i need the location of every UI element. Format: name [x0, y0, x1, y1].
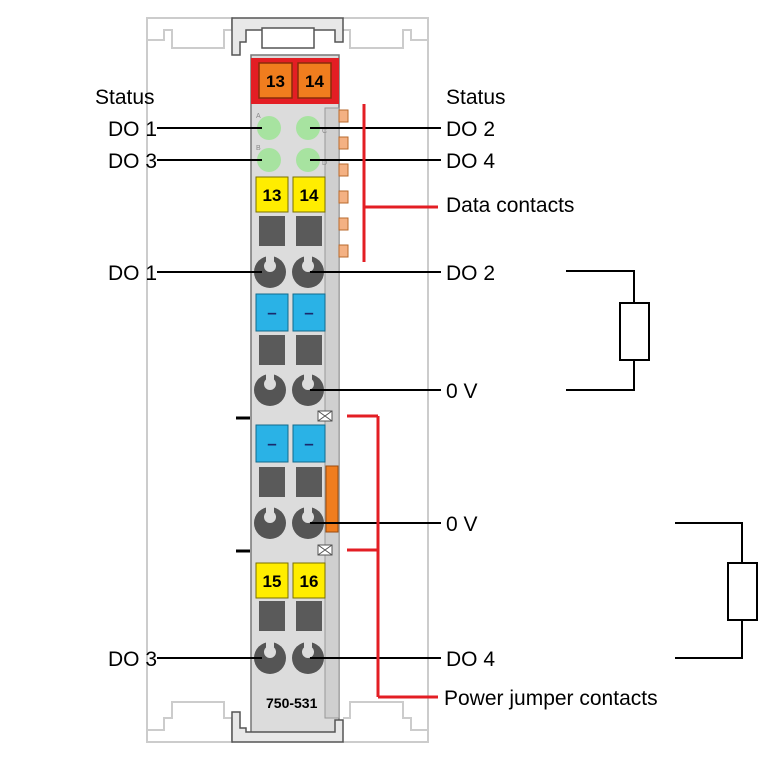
model-number: 750-531 — [266, 695, 318, 711]
terminal-0v-4 — [292, 499, 324, 539]
label-0v-lower: 0 V — [446, 513, 478, 536]
leader-lines — [157, 127, 441, 659]
terminal-0v-2 — [292, 366, 324, 406]
label-do3-status: DO 3 — [108, 150, 157, 173]
release-button-8 — [296, 601, 322, 631]
power-jumper-bracket — [347, 414, 438, 699]
release-button-2 — [296, 216, 322, 246]
label-power-jumper-contacts: Power jumper contacts — [444, 687, 658, 710]
terminal-marker-14-top — [297, 62, 332, 99]
terminal-do1 — [254, 248, 286, 288]
top-clip — [231, 17, 344, 56]
terminal-0v-3 — [254, 499, 286, 539]
led-do4 — [296, 148, 320, 172]
label-do4-status: DO 4 — [446, 150, 495, 173]
release-button-5 — [259, 467, 285, 497]
marker-16 — [292, 562, 326, 599]
marker-minus-1-label: – — [267, 303, 276, 322]
terminal-14-top-label: 14 — [305, 72, 324, 91]
terminal-do2 — [292, 248, 324, 288]
marker-minus-3-label: – — [267, 434, 276, 453]
status-label-left: Status — [95, 86, 155, 109]
label-do2-status: DO 2 — [446, 118, 495, 141]
top-clip-slot — [261, 27, 315, 49]
led-letter-c: C — [322, 128, 327, 135]
label-data-contacts: Data contacts — [446, 194, 574, 217]
data-contacts-bracket — [362, 104, 438, 262]
terminal-do4 — [292, 634, 324, 674]
label-do2-terminal: DO 2 — [446, 262, 495, 285]
led-letter-d: D — [322, 160, 327, 167]
marker-14-label: 14 — [300, 186, 319, 205]
marker-minus-4-label: – — [304, 434, 313, 453]
label-do1-terminal: DO 1 — [108, 262, 157, 285]
led-do3 — [257, 148, 281, 172]
din-rail-outline — [146, 17, 429, 743]
load-resistor-2 — [675, 522, 758, 659]
marker-13 — [255, 176, 289, 213]
marker-14 — [292, 176, 326, 213]
release-button-4 — [296, 335, 322, 365]
release-button-6 — [296, 467, 322, 497]
led-do2 — [296, 116, 320, 140]
data-contact-pads — [338, 109, 349, 258]
terminal-0v-1 — [254, 366, 286, 406]
label-0v-upper: 0 V — [446, 380, 478, 403]
terminal-marker-13-top — [258, 62, 293, 99]
marker-minus-4 — [292, 424, 326, 463]
label-do3-terminal: DO 3 — [108, 648, 157, 671]
label-do1-status: DO 1 — [108, 118, 157, 141]
jumper-marker-bottom — [317, 544, 333, 556]
release-button-1 — [259, 216, 285, 246]
marker-minus-2 — [292, 293, 326, 332]
status-label-right: Status — [446, 86, 506, 109]
marker-13-label: 13 — [263, 186, 282, 205]
release-button-3 — [259, 335, 285, 365]
label-do4-terminal: DO 4 — [446, 648, 495, 671]
marker-16-label: 16 — [300, 572, 319, 591]
led-letter-b: B — [256, 145, 261, 152]
jumper-marker-top — [317, 410, 333, 422]
load-resistor-1 — [566, 270, 650, 391]
marker-15 — [255, 562, 289, 599]
marker-15-label: 15 — [263, 572, 282, 591]
marker-minus-1 — [255, 293, 289, 332]
led-letter-a: A — [256, 113, 261, 120]
led-do1 — [257, 116, 281, 140]
marker-minus-2-label: – — [304, 303, 313, 322]
power-jumper-bar — [325, 465, 339, 533]
marker-minus-3 — [255, 424, 289, 463]
bottom-clip — [231, 711, 344, 743]
release-button-7 — [259, 601, 285, 631]
terminal-do3 — [254, 634, 286, 674]
terminal-13-top-label: 13 — [266, 72, 285, 91]
